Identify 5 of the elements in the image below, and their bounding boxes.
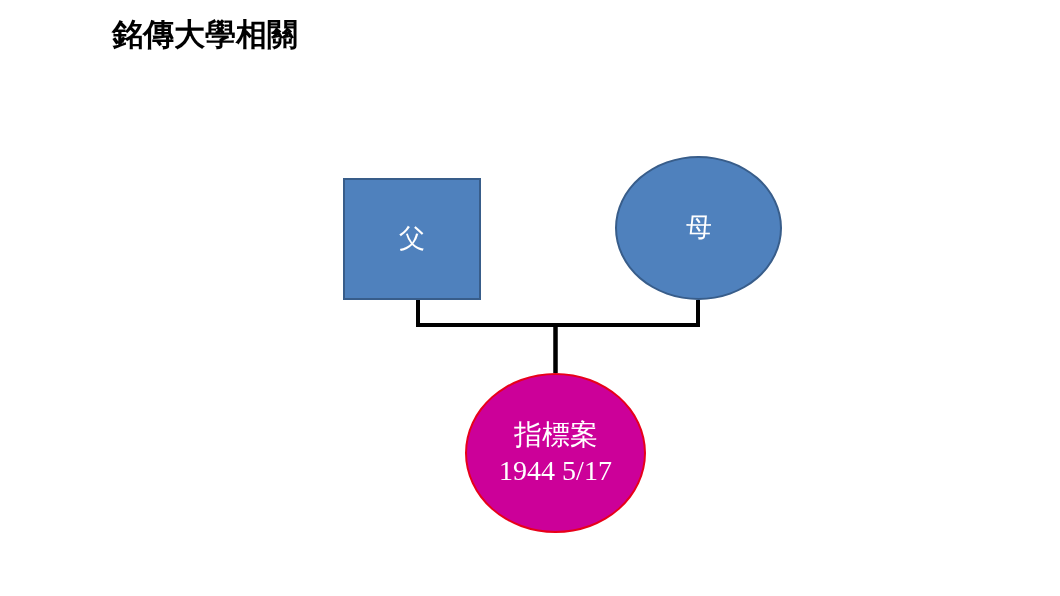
title: 銘傳大學相關: [112, 15, 298, 54]
oval-node: 母: [615, 156, 782, 300]
square-node: 父: [343, 178, 481, 300]
connector-line: [553, 300, 700, 373]
oval-node: 指標案1944 5/17: [465, 373, 646, 533]
